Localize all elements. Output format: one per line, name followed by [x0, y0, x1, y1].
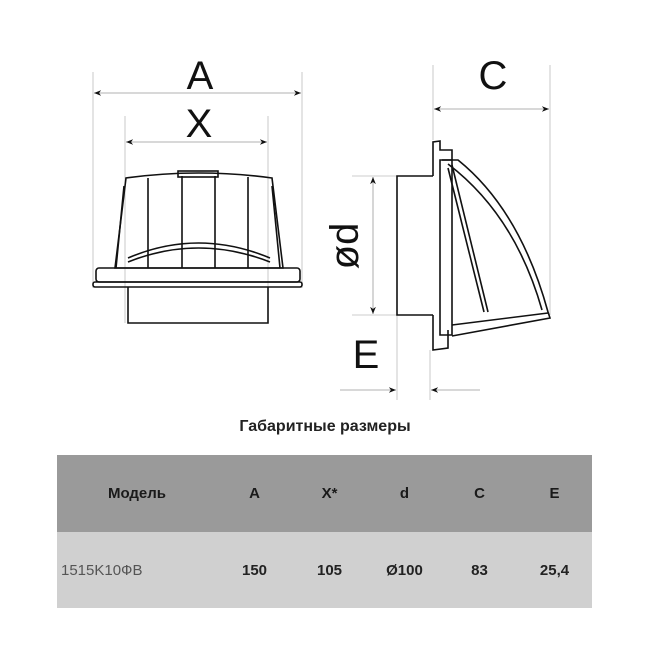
cell-c: 83 [471, 561, 488, 579]
extension-lines [92, 65, 551, 400]
dimension-label-x: X [185, 102, 213, 146]
dimension-label-e: E [352, 333, 380, 377]
cell-model: 1515K10ФB [61, 561, 143, 579]
header-a: A [249, 485, 260, 502]
dimensions-table: Модель A X* d C E 1515K10ФB 150 105 Ø100… [57, 455, 592, 608]
table-row: 1515K10ФB 150 105 Ø100 83 25,4 [57, 532, 592, 608]
cell-x: 105 [316, 561, 343, 579]
cell-a: 150 [241, 561, 268, 579]
cell-d: Ø100 [386, 561, 423, 579]
side-view [396, 140, 552, 351]
header-x: X* [321, 485, 338, 502]
header-d: d [399, 485, 410, 502]
table-title: Габаритные размеры [239, 418, 411, 435]
dimension-label-a: A [186, 54, 214, 98]
table-header-row: Модель A X* d C E [57, 455, 592, 532]
dimension-label-d: ød [323, 222, 367, 270]
header-model: Модель [107, 485, 167, 502]
front-view [92, 170, 303, 324]
header-c: C [474, 485, 485, 502]
header-e: E [549, 485, 560, 502]
dimension-label-c: C [478, 54, 508, 98]
dimension-lines [94, 90, 549, 393]
cell-e: 25,4 [539, 561, 570, 579]
